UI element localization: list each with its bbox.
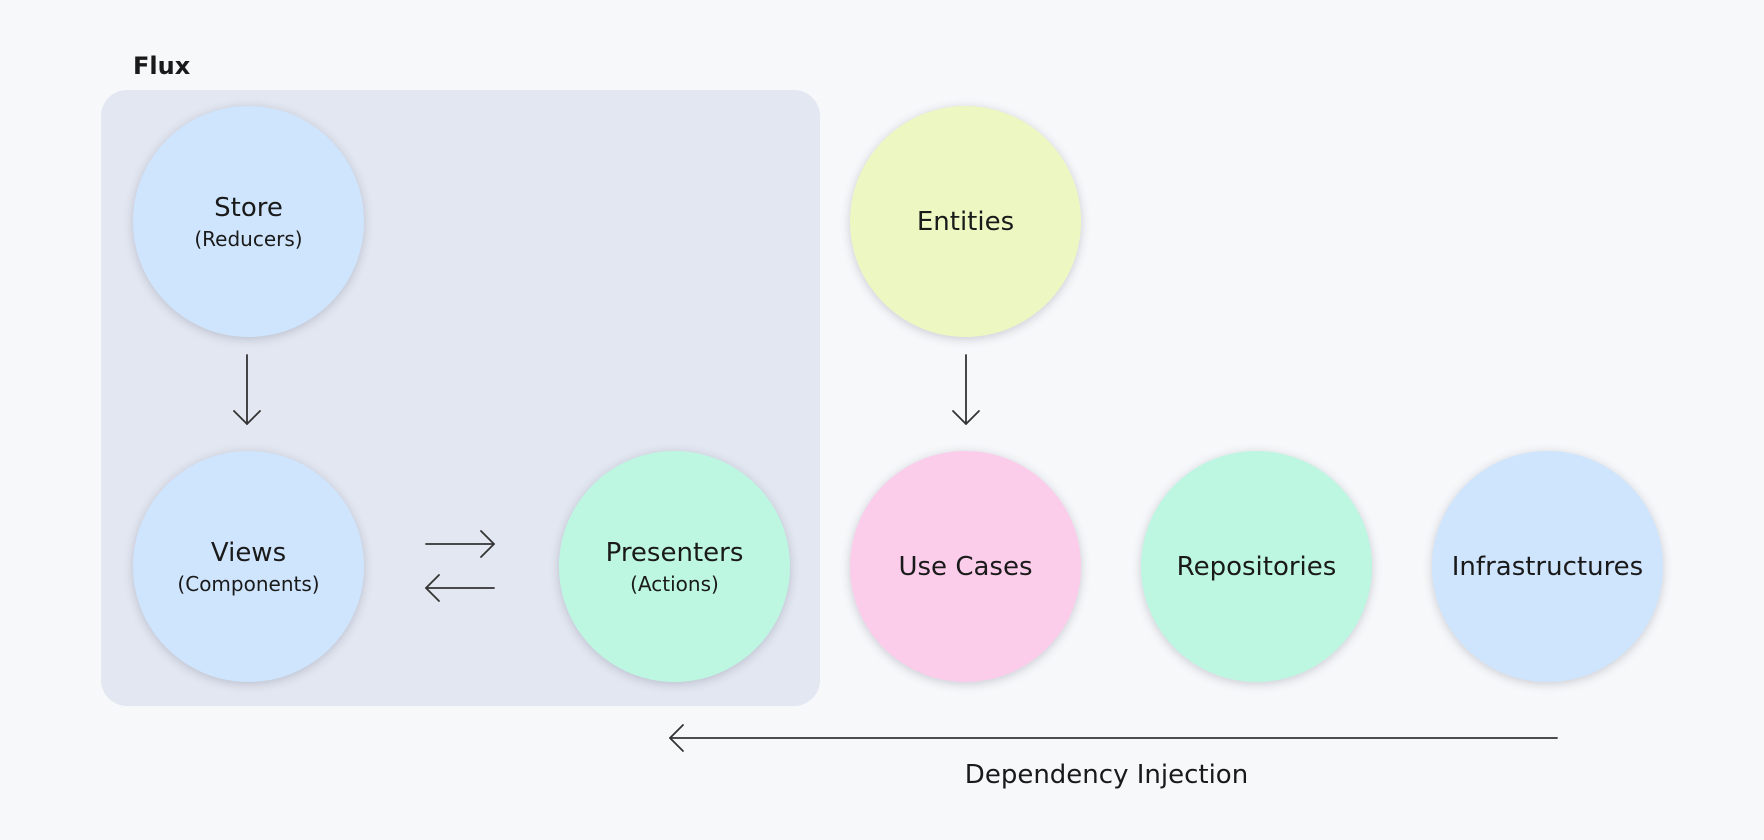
use-cases-node: Use Cases <box>850 451 1081 682</box>
dependency-injection-arrow <box>669 724 1558 752</box>
entities-to-use-cases-arrow <box>952 354 980 425</box>
presenters-node: Presenters (Actions) <box>559 451 790 682</box>
entities-title: Entities <box>916 206 1015 237</box>
use-cases-title: Use Cases <box>898 551 1033 582</box>
repositories-title: Repositories <box>1176 551 1337 582</box>
presenters-subtitle: (Actions) <box>630 571 719 596</box>
presenters-title: Presenters <box>605 537 744 568</box>
entities-node: Entities <box>850 106 1081 337</box>
infrastructures-title: Infrastructures <box>1451 551 1644 582</box>
store-title: Store <box>214 192 283 223</box>
views-title: Views <box>210 537 287 568</box>
dependency-injection-label: Dependency Injection <box>964 760 1249 790</box>
repositories-node: Repositories <box>1141 451 1372 682</box>
views-subtitle: (Components) <box>177 571 320 596</box>
store-subtitle: (Reducers) <box>194 226 303 251</box>
store-node: Store (Reducers) <box>133 106 364 337</box>
flux-group-label: Flux <box>133 52 191 80</box>
infrastructures-node: Infrastructures <box>1432 451 1663 682</box>
views-node: Views (Components) <box>133 451 364 682</box>
